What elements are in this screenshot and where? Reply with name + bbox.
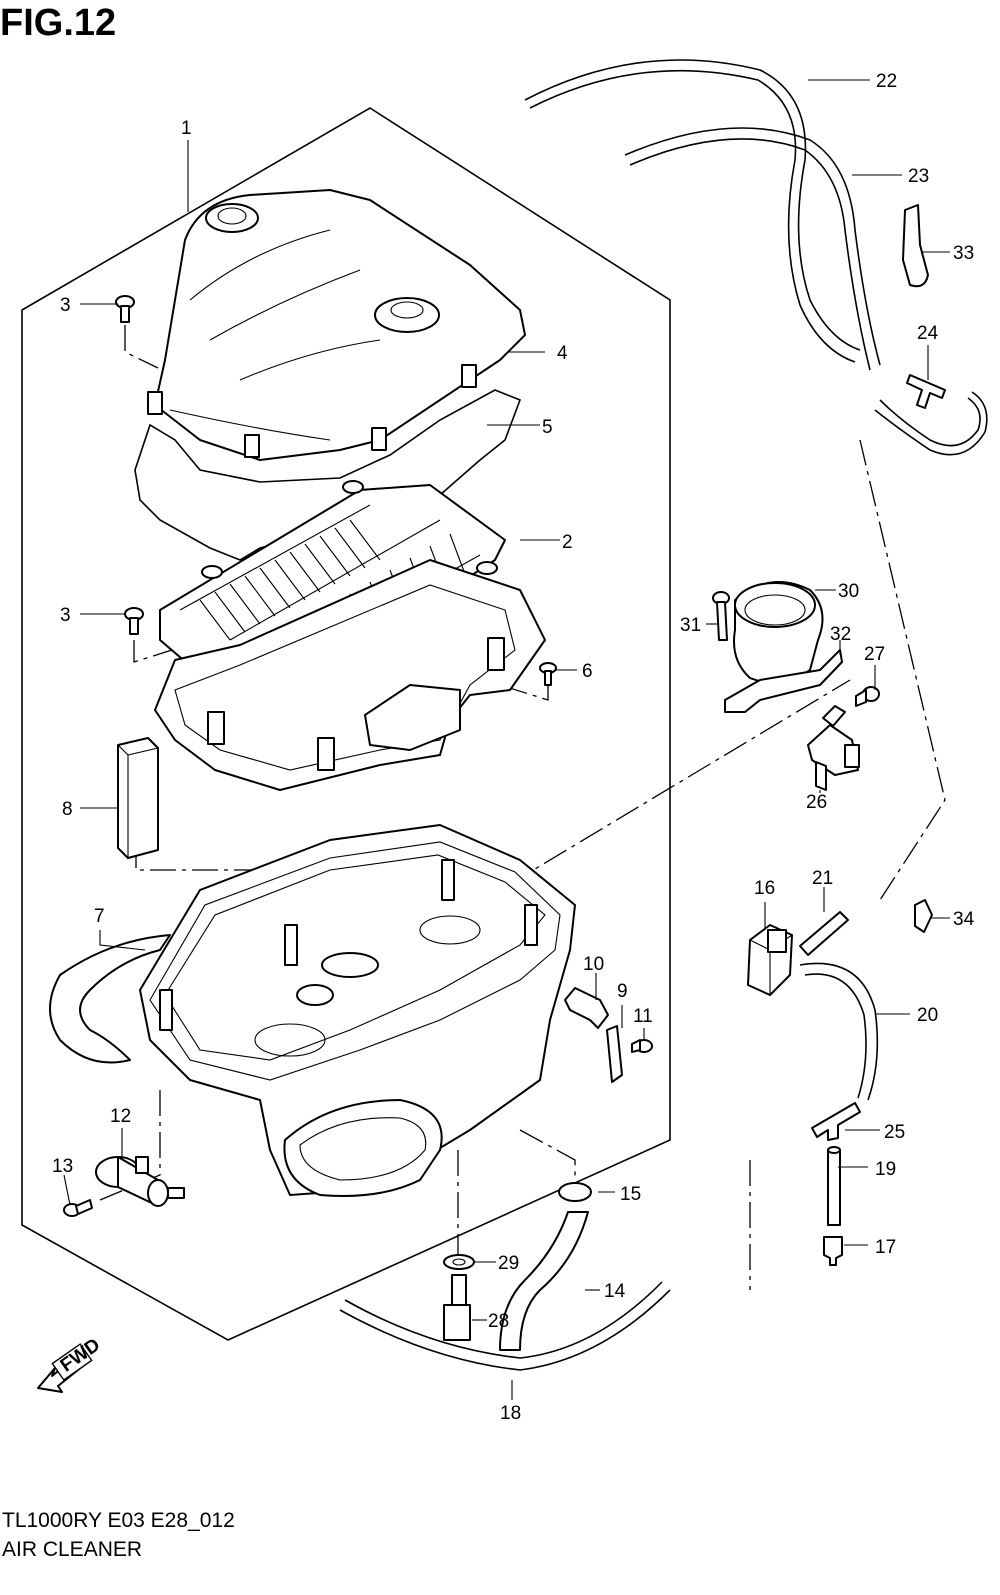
callout-numbers: 1 2 3 3 4 5 6 7 8 9 10 11 12 13 14 15 16… (52, 71, 975, 1424)
hose-20 (799, 962, 879, 1101)
screw-6 (539, 662, 557, 686)
callout-28: 28 (488, 1311, 509, 1332)
hose-22 (524, 59, 861, 363)
sensor-12 (95, 1156, 185, 1207)
washer-29 (443, 1254, 475, 1270)
screw-3-lower (124, 607, 144, 635)
seal-band (49, 934, 171, 1064)
callout-13: 13 (52, 1156, 73, 1177)
pipe-19 (827, 1146, 841, 1226)
callout-11: 11 (633, 1006, 653, 1027)
cover-gasket (134, 389, 522, 561)
callout-34: 34 (953, 909, 975, 930)
t-joint-24 (874, 374, 988, 456)
clip-33 (902, 204, 929, 288)
callout-30: 30 (838, 581, 859, 602)
forward-direction-badge: FWD (37, 1334, 104, 1393)
band-32 (724, 649, 843, 713)
callout-10: 10 (583, 954, 604, 975)
screw-13 (63, 1199, 93, 1217)
callout-7: 7 (94, 906, 105, 927)
air-cleaner-cover (147, 189, 526, 461)
callout-15: 15 (620, 1184, 641, 1205)
callout-9: 9 (617, 981, 628, 1002)
callout-14: 14 (604, 1281, 626, 1302)
callout-16: 16 (754, 878, 775, 899)
screw-3-upper (115, 295, 135, 323)
callout-17: 17 (875, 1237, 896, 1258)
t-joint-25 (811, 1102, 861, 1141)
callout-1: 1 (181, 118, 192, 139)
tube-21 (799, 911, 849, 956)
callout-27: 27 (864, 644, 885, 665)
leader-lines (63, 79, 950, 1400)
bracket-9 (606, 1025, 623, 1083)
callout-22: 22 (876, 71, 897, 92)
valve-16 (747, 924, 793, 996)
clip-34 (914, 899, 933, 933)
callout-18: 18 (500, 1403, 521, 1424)
bolt-11 (631, 1039, 653, 1053)
callout-24: 24 (917, 323, 939, 344)
callout-3-lower: 3 (60, 605, 71, 626)
callout-25: 25 (884, 1122, 905, 1143)
callout-8: 8 (62, 799, 73, 820)
callout-21: 21 (812, 868, 833, 889)
bolt-31 (712, 591, 730, 641)
fwd-label: FWD (57, 1334, 104, 1376)
callout-33: 33 (953, 243, 974, 264)
model-code: TL1000RY E03 E28_012 (2, 1509, 235, 1532)
fitting-17 (823, 1236, 843, 1266)
foam-block (117, 737, 159, 859)
assembly-outline (21, 107, 671, 1341)
callout-2: 2 (562, 532, 573, 553)
callout-3-upper: 3 (60, 295, 71, 316)
intake-duct-30 (733, 581, 824, 684)
callout-31: 31 (680, 615, 701, 636)
callout-4: 4 (557, 343, 568, 364)
valve-26 (807, 705, 860, 791)
callout-20: 20 (917, 1005, 938, 1026)
callout-12: 12 (110, 1106, 131, 1127)
bracket-10 (564, 987, 609, 1029)
callout-32: 32 (830, 624, 851, 645)
hose-14 (499, 1211, 589, 1351)
figure-title: FIG.12 (0, 2, 117, 44)
filter-frame (154, 559, 546, 791)
bolt-27 (855, 686, 880, 707)
callout-29: 29 (498, 1253, 519, 1274)
callout-5: 5 (542, 417, 553, 438)
callout-19: 19 (875, 1159, 896, 1180)
diagram-name: AIR CLEANER (2, 1538, 143, 1561)
hose-23 (624, 127, 881, 371)
clamp-15 (558, 1182, 592, 1202)
callout-26: 26 (806, 792, 827, 813)
callout-23: 23 (908, 166, 929, 187)
air-cleaner-case (139, 824, 576, 1197)
drain-hose-18 (339, 1281, 671, 1371)
callout-6: 6 (582, 661, 593, 682)
fitting-28 (443, 1274, 471, 1341)
